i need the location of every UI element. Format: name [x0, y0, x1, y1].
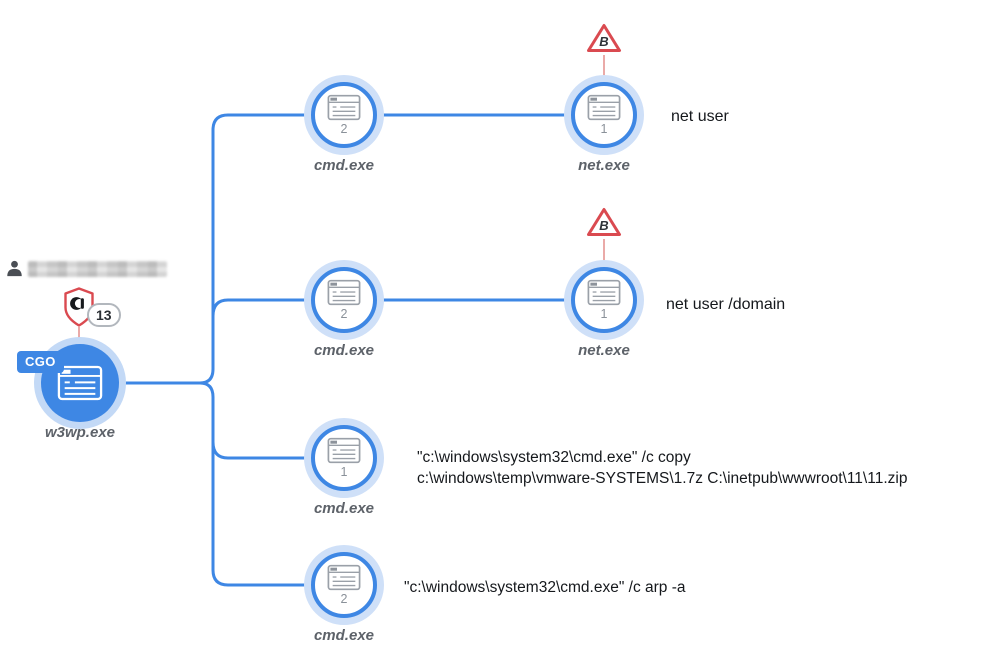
- node-circle[interactable]: 1: [311, 425, 377, 491]
- process-node-net-2[interactable]: 1: [564, 260, 644, 340]
- process-node-cmd-1[interactable]: 2: [304, 75, 384, 155]
- process-count: 1: [600, 122, 608, 137]
- process-label: cmd.exe: [313, 342, 375, 359]
- node-circle[interactable]: 2: [311, 267, 377, 333]
- node-circle[interactable]: 2: [311, 552, 377, 618]
- command-annotation: net user /domain: [666, 296, 786, 313]
- process-node-cmd-4[interactable]: 2: [304, 545, 384, 625]
- window-icon: [327, 438, 361, 464]
- warning-triangle-icon: [587, 24, 621, 52]
- process-count: 2: [340, 307, 348, 322]
- process-count: 1: [600, 307, 608, 322]
- window-icon: [327, 95, 361, 121]
- process-label: cmd.exe: [313, 627, 375, 644]
- node-circle[interactable]: 2: [311, 82, 377, 148]
- window-icon: [587, 95, 621, 121]
- command-line-1: "c:\windows\system32\cmd.exe" /c copy: [417, 449, 691, 466]
- redacted-username: [28, 261, 167, 277]
- node-circle[interactable]: 1: [571, 267, 637, 333]
- command-annotation: "c:\windows\system32\cmd.exe" /c arp -a: [404, 579, 686, 596]
- command-annotation: "c:\windows\system32\cmd.exe" /c copy c:…: [417, 447, 907, 489]
- warning-triangle-icon: [587, 208, 621, 236]
- process-count: 2: [340, 592, 348, 607]
- flag-letter: B: [599, 34, 609, 49]
- process-label: net.exe: [578, 157, 630, 174]
- process-node-cmd-2[interactable]: 2: [304, 260, 384, 340]
- process-count: 2: [340, 122, 348, 137]
- window-icon: [587, 280, 621, 306]
- edge-trunk-to-cmd3: [211, 440, 310, 460]
- process-node-net-1[interactable]: 1: [564, 75, 644, 155]
- alert-flag-net-2[interactable]: B: [585, 206, 623, 238]
- alert-shield-icon[interactable]: [62, 286, 96, 328]
- alert-count-badge[interactable]: 13: [87, 303, 121, 327]
- process-label: cmd.exe: [313, 500, 375, 517]
- flag-letter: B: [599, 218, 609, 233]
- edge-trunk-to-cmd2: [211, 298, 310, 318]
- process-label: cmd.exe: [313, 157, 375, 174]
- window-icon: [327, 280, 361, 306]
- command-annotation: net user: [671, 108, 729, 125]
- alert-flag-net-1[interactable]: B: [585, 22, 623, 54]
- window-icon: [57, 365, 103, 401]
- cgo-tag: CGO: [17, 351, 64, 373]
- process-count: 1: [340, 465, 348, 480]
- edge-root-to-cmd4: [114, 381, 310, 587]
- process-label: net.exe: [578, 342, 630, 359]
- process-node-cmd-3[interactable]: 1: [304, 418, 384, 498]
- window-icon: [327, 565, 361, 591]
- process-label: w3wp.exe: [44, 424, 116, 441]
- command-line-2: c:\windows\temp\vmware-SYSTEMS\1.7z C:\i…: [417, 470, 908, 487]
- node-circle[interactable]: 1: [571, 82, 637, 148]
- user-icon: [7, 260, 22, 277]
